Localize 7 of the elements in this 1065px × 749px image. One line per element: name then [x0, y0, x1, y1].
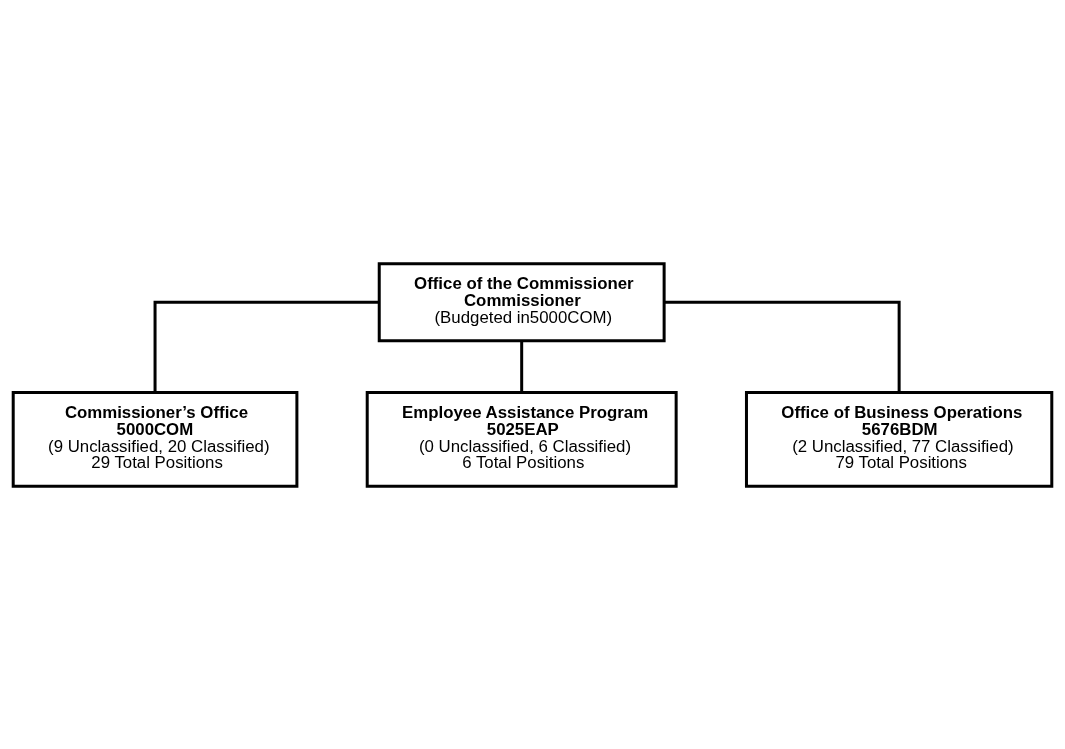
node-box: Commissioner’s Office 5000COM (9 Unclassified, 20 Classified) 29 Total Positions — [11, 390, 299, 488]
connector — [520, 340, 524, 392]
node-box: Office of the Commissioner Commissioner (Budgeted in5000COM) — [377, 261, 666, 342]
node-box: Employee Assistance Program 5025EAP (0 Unclassified, 6 Classified) 6 Total Positions — [365, 390, 678, 488]
connector — [664, 300, 901, 392]
node-box: Office of Business Operations 5676BDM (2 Unclassified, 77 Classified) 79 Total Positions — [744, 390, 1054, 488]
connector — [153, 300, 379, 392]
